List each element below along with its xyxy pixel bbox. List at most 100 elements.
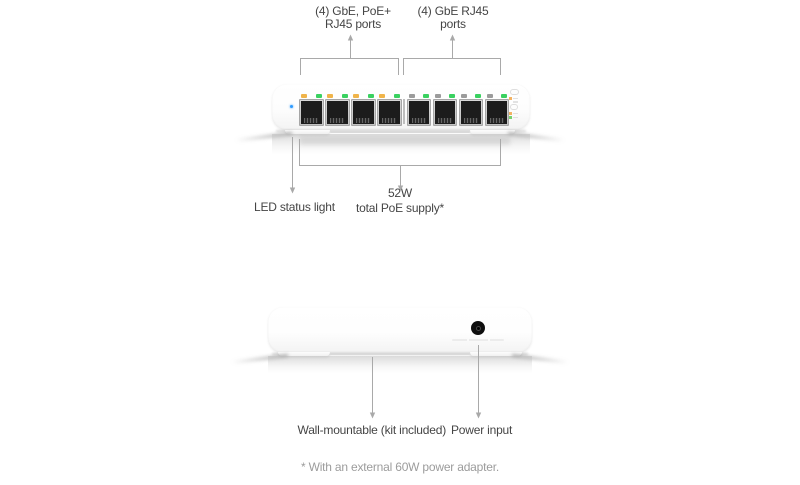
rj45-jack	[458, 99, 483, 126]
power-connector	[471, 321, 485, 335]
rj45-jack-opening	[408, 101, 429, 124]
arrowhead-poe-ports	[347, 34, 354, 41]
arrowhead-power-input	[475, 412, 482, 419]
port-led-link	[449, 94, 455, 98]
legend-text-line	[512, 116, 518, 118]
rj45-jack-opening	[434, 101, 455, 124]
rj45-jack	[377, 99, 402, 126]
rear-device-reflection	[268, 356, 532, 376]
rear-foot-left	[278, 352, 330, 356]
port-led-poe	[434, 94, 441, 98]
rj45-port-gbe	[432, 94, 458, 128]
front-reflection-ports	[300, 137, 510, 145]
port-led-link	[315, 94, 322, 98]
rj45-jack	[484, 99, 509, 126]
legend-text-line	[512, 97, 518, 99]
callout-led-label: LED status light	[254, 200, 335, 214]
switch-front-view	[272, 84, 530, 130]
rj45-port-poe	[325, 94, 350, 128]
front-foot-right	[470, 129, 515, 134]
rj45-jack-opening	[327, 101, 348, 124]
callout-gbe-ports-line2: ports	[440, 17, 466, 31]
front-bottom-seam	[330, 130, 470, 133]
port-group-divider	[403, 94, 405, 128]
port-led-poe	[301, 94, 307, 98]
rear-foot-right	[470, 352, 522, 356]
legend-text-line	[512, 101, 518, 103]
port-led-pair	[407, 94, 432, 99]
port-led-poe	[408, 94, 415, 98]
port-led-pair	[485, 94, 510, 99]
callout-power-input-label: Power input	[451, 423, 513, 437]
legend-text-line	[512, 112, 518, 114]
legend-icon	[510, 89, 519, 95]
rj45-port-gbe	[484, 94, 510, 128]
port-led-poe	[379, 94, 385, 98]
rj45-jack-opening	[379, 101, 400, 124]
callout-poe-ports-label: (4) GbE, PoE+ RJ45 ports	[273, 5, 433, 31]
rj45-jack	[432, 99, 457, 126]
port-led-link	[393, 94, 400, 98]
rj45-jack-opening	[486, 101, 507, 124]
rj45-jack	[325, 99, 350, 126]
rj45-jack-opening	[353, 101, 374, 124]
arrowhead-poe-supply	[397, 185, 404, 191]
port-led-pair	[433, 94, 458, 99]
port-led-link	[341, 94, 348, 98]
front-device-reflection	[272, 133, 530, 158]
footnote: * With an external 60W power adapter.	[300, 460, 500, 474]
callout-poe-ports-line1: (4) GbE, PoE+	[315, 4, 391, 18]
port-led-pair	[325, 94, 350, 99]
arrowhead-wall-mount	[369, 412, 376, 419]
callout-gbe-ports-label: (4) GbE RJ45 ports	[373, 5, 533, 31]
callout-wall-mount-label: Wall-mountable (kit included)	[297, 423, 447, 437]
bracket-poe-ports	[300, 58, 399, 75]
rear-bottom-seam	[330, 352, 470, 355]
legend-row	[509, 97, 519, 100]
rj45-port-gbe	[458, 94, 484, 128]
port-led-link	[475, 94, 481, 98]
legend-icon	[510, 104, 518, 110]
callout-gbe-ports-line1: (4) GbE RJ45	[417, 4, 489, 18]
rj45-jack	[351, 99, 376, 126]
port-led-poe	[460, 94, 467, 98]
rj45-jack	[299, 99, 324, 126]
arrowhead-led-status	[289, 187, 296, 194]
led-legend-sticker	[509, 89, 519, 126]
legend-bullet-poe	[509, 97, 512, 100]
callout-poe-supply-label: 52W total PoE supply*	[320, 186, 480, 216]
port-led-pair	[459, 94, 484, 99]
legend-bullet-link	[509, 116, 512, 119]
power-connector-hole	[475, 325, 481, 331]
power-spec-text	[452, 339, 504, 341]
callout-poe-supply-line2: total PoE supply*	[356, 201, 444, 215]
legend-row	[509, 112, 519, 115]
port-led-pair	[351, 94, 376, 99]
port-led-link	[501, 94, 507, 98]
port-led-poe	[353, 94, 359, 98]
bracket-gbe-ports	[403, 58, 501, 75]
port-led-link	[423, 94, 429, 98]
front-foot-left	[285, 129, 330, 134]
rj45-port-poe	[377, 94, 402, 128]
status-led	[289, 104, 293, 108]
port-led-pair	[377, 94, 402, 99]
legend-row	[509, 116, 519, 119]
port-row	[299, 94, 509, 128]
port-led-poe	[486, 94, 493, 98]
rj45-port-gbe	[406, 94, 432, 128]
port-led-link	[367, 94, 374, 98]
legend-bullet-poe	[509, 112, 512, 115]
port-led-poe	[327, 94, 333, 98]
bracket-poe-supply	[299, 139, 501, 166]
arrowhead-gbe-ports	[449, 34, 456, 41]
rj45-jack	[406, 99, 431, 126]
rj45-jack-opening	[301, 101, 322, 124]
callout-poe-ports-line2: RJ45 ports	[324, 17, 382, 31]
rj45-port-poe	[299, 94, 324, 128]
rj45-port-poe	[351, 94, 376, 128]
callout-poe-supply-line1: 52W	[387, 186, 413, 200]
rj45-jack-opening	[460, 101, 481, 124]
